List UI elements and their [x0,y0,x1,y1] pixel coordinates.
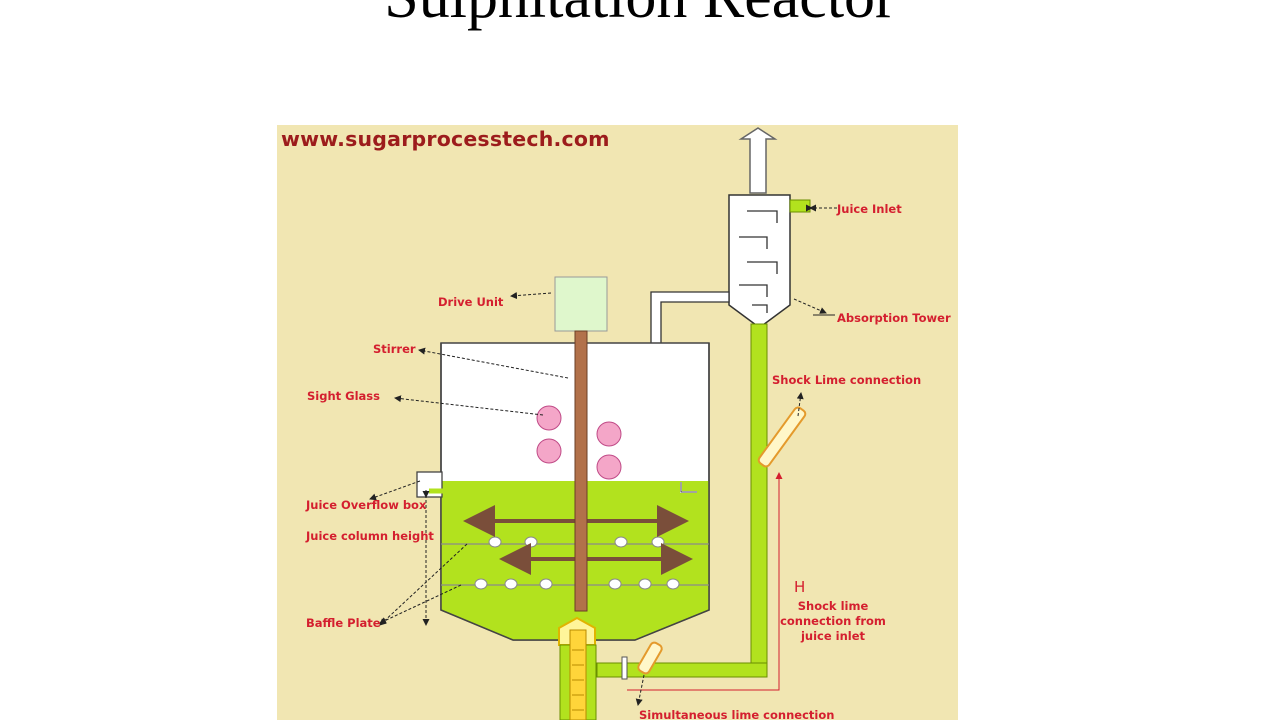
label-baffle-plate: Baffle Plate [306,616,381,630]
slide-title: Sulphitation Reactor [0,0,1280,33]
gas-exhaust-arrow [738,127,778,194]
height-indicator [627,472,783,691]
label-absorption-tower: Absorption Tower [837,311,951,325]
simultaneous-lime-tube [637,641,663,675]
label-shock-lime-from-juice-inlet: Shock lime connection from juice inlet [780,599,886,643]
baffle-holes [474,536,680,590]
juice-inlet-pipe [789,199,811,213]
label-drive-unit: Drive Unit [438,295,504,309]
shock-lime-tube [757,406,807,468]
label-simultaneous-lime-connection: Simultaneous lime connection [639,708,835,720]
label-sight-glass: Sight Glass [307,389,380,403]
label-stirrer: Stirrer [373,342,416,356]
sulphitation-reactor-diagram: www.sugarprocesstech.com Juice Inlet Abs… [277,125,958,720]
downcomer-pipe [750,323,768,678]
sight-glasses [536,405,622,480]
label-juice-column-height: Juice column height [306,529,434,543]
leader-lines [369,204,837,706]
website-watermark: www.sugarprocesstech.com [281,127,610,151]
bottom-outlet [558,616,597,720]
label-height-marker: H [794,578,806,596]
drive-unit [554,276,608,332]
stirrer-shaft [574,330,588,612]
label-shock-lime-connection: Shock Lime connection [772,373,922,387]
absorption-tower [728,194,791,326]
reactor-drawing [369,127,837,720]
gas-pipe [650,291,730,348]
label-juice-overflow-box: Juice Overflow box [306,498,427,512]
label-juice-inlet: Juice Inlet [837,202,902,216]
